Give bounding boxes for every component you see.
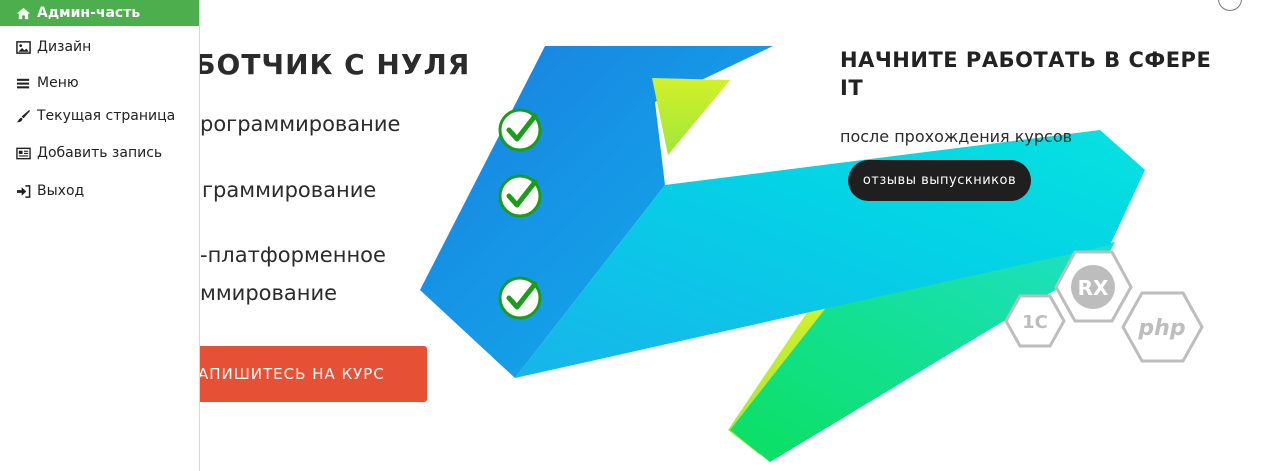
logo-rx: RX xyxy=(1054,250,1133,323)
sidebar-item-current-page[interactable]: Текущая страница xyxy=(16,106,175,126)
reviews-button[interactable]: отзывы выпускников xyxy=(848,160,1031,201)
it-subtitle: после прохождения курсов xyxy=(840,127,1073,146)
sidebar-item-label: Меню xyxy=(37,75,79,91)
check-icon xyxy=(498,174,542,218)
course-item: граммирование xyxy=(202,178,377,202)
sidebar-item-design[interactable]: Дизайн xyxy=(16,37,91,57)
logo-1c-text: 1С xyxy=(1022,312,1048,333)
sidebar-item-add-post[interactable]: Добавить запись xyxy=(16,143,162,163)
course-item: ммирование xyxy=(200,281,338,305)
sidebar-item-label: Дизайн xyxy=(37,39,92,55)
sidebar-item-logout[interactable]: Выход xyxy=(16,181,84,201)
sidebar-item-label: Выход xyxy=(37,183,85,199)
sidebar-item-label: Добавить запись xyxy=(37,145,163,161)
course-item: рограммирование xyxy=(200,112,401,136)
sidebar-item-menu[interactable]: Меню xyxy=(16,73,79,93)
it-title: НАЧНИТЕ РАБОТАТЬ В СФЕРЕ IT xyxy=(840,48,1212,100)
hero-title: РАБОТЧИК С НУЛЯ xyxy=(150,48,471,81)
logo-rx-text: RX xyxy=(1078,276,1109,300)
brush-icon xyxy=(16,109,31,122)
logo-php: php xyxy=(1121,291,1204,363)
check-icon xyxy=(498,276,542,320)
check-icon xyxy=(498,108,542,152)
sign-out-icon xyxy=(16,184,31,198)
admin-sidebar: Админ-часть Дизайн Меню Текущая страница xyxy=(0,0,200,471)
bars-icon xyxy=(16,78,30,88)
sidebar-item-label: Админ-часть xyxy=(37,5,141,21)
logo-1c: 1С xyxy=(1004,294,1066,348)
course-item: -платформенное xyxy=(200,243,386,267)
sidebar-item-admin[interactable]: Админ-часть xyxy=(0,0,199,26)
lime-triangle xyxy=(652,78,730,155)
image-icon xyxy=(16,40,31,54)
logo-php-text: php xyxy=(1137,316,1185,341)
newspaper-icon xyxy=(16,147,31,159)
sidebar-item-label: Текущая страница xyxy=(37,108,176,124)
home-icon xyxy=(16,7,31,19)
